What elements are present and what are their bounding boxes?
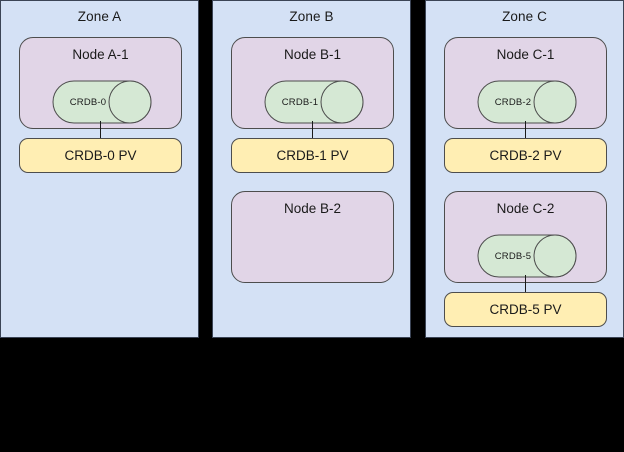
pv-crdb-2[interactable]: CRDB-2 PV [444,138,607,173]
node-c-1-title: Node C-1 [496,47,555,62]
cylinder-crdb-5[interactable]: CRDB-5 [477,234,577,278]
zone-a-title: Zone A [77,9,122,24]
cylinder-crdb-5-label: CRDB-5 [494,250,532,262]
zone-a[interactable]: Zone A Node A-1 CRDB-0 CRDB-0 PV [0,0,199,338]
cylinder-crdb-0[interactable]: CRDB-0 [52,80,152,124]
pv-crdb-1-label: CRDB-1 PV [276,148,349,163]
pv-crdb-1[interactable]: CRDB-1 PV [231,138,394,173]
node-c-1[interactable]: Node C-1 CRDB-2 [444,37,607,129]
cylinder-crdb-2[interactable]: CRDB-2 [477,80,577,124]
pv-crdb-5-label: CRDB-5 PV [489,302,562,317]
pv-crdb-0-label: CRDB-0 PV [64,148,137,163]
pv-crdb-2-label: CRDB-2 PV [489,148,562,163]
cylinder-crdb-0-label: CRDB-0 [69,96,107,108]
connector-node-c-1-to-pv [525,121,526,139]
node-b-2[interactable]: Node B-2 [231,191,394,283]
zone-c-title: Zone C [502,9,547,24]
connector-node-c-2-to-pv [525,275,526,293]
zone-b[interactable]: Zone B Node B-1 CRDB-1 CRDB-1 PV Node B-… [212,0,411,338]
pv-crdb-0[interactable]: CRDB-0 PV [19,138,182,173]
node-c-2[interactable]: Node C-2 CRDB-5 [444,191,607,283]
pv-crdb-5[interactable]: CRDB-5 PV [444,292,607,327]
zone-c[interactable]: Zone C Node C-1 CRDB-2 CRDB-2 PV Node C-… [425,0,624,338]
connector-node-b-1-to-pv [312,121,313,139]
cylinder-crdb-1-label: CRDB-1 [281,96,319,108]
node-b-1[interactable]: Node B-1 CRDB-1 [231,37,394,129]
node-a-1-title: Node A-1 [72,47,129,62]
node-c-2-title: Node C-2 [496,201,555,216]
node-b-1-title: Node B-1 [283,47,342,62]
cylinder-crdb-2-label: CRDB-2 [494,96,532,108]
connector-node-a-1-to-pv [100,121,101,139]
cylinder-crdb-1[interactable]: CRDB-1 [264,80,364,124]
node-a-1[interactable]: Node A-1 CRDB-0 [19,37,182,129]
zone-b-title: Zone B [289,9,334,24]
node-b-2-title: Node B-2 [283,201,342,216]
